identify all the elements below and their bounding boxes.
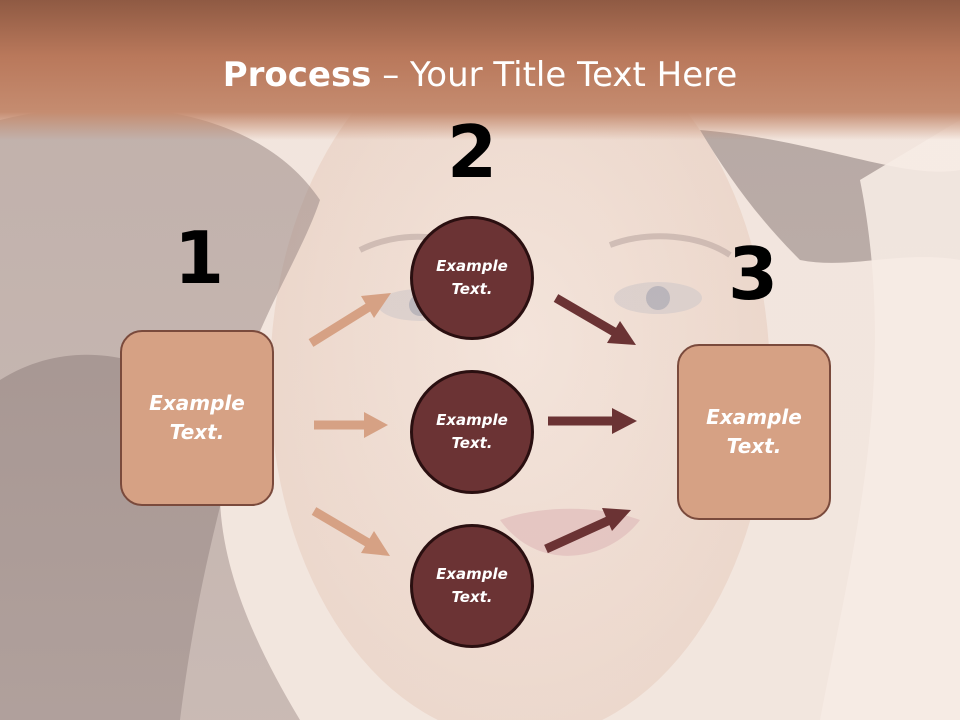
circle-middle: Example Text. <box>410 370 534 494</box>
title-band <box>0 0 960 140</box>
circle-top: Example Text. <box>410 216 534 340</box>
step-number-3: 3 <box>727 232 779 316</box>
left-step-box-text: Example Text. <box>149 391 245 444</box>
circle-bottom: Example Text. <box>410 524 534 648</box>
title-rest: – Your Title Text Here <box>371 55 738 95</box>
circle-middle-text: Example Text. <box>436 411 508 452</box>
left-step-box: Example Text. <box>120 330 274 506</box>
right-step-box-text: Example Text. <box>706 405 802 458</box>
title-bold: Process <box>222 55 372 95</box>
circle-top-text: Example Text. <box>436 257 508 298</box>
step-number-1: 1 <box>173 216 225 300</box>
right-step-box: Example Text. <box>677 344 831 520</box>
slide-title: Process – Your Title Text Here <box>0 54 960 96</box>
step-number-2: 2 <box>446 110 498 194</box>
circle-bottom-text: Example Text. <box>436 565 508 606</box>
